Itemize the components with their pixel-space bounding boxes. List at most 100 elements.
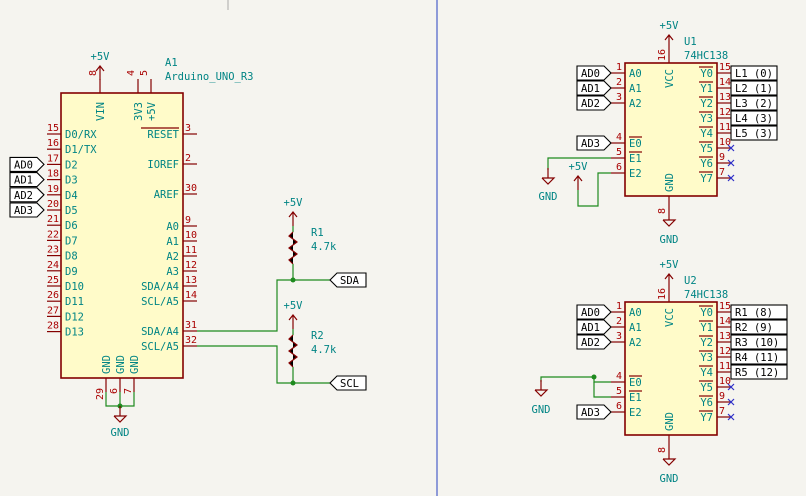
arduino-right-pin-num: 10 [185,230,197,241]
arduino-left-pin-num: 27 [47,305,59,316]
u1-vcc-num: 16 [657,49,668,61]
u1-left-pin-num: 2 [616,77,622,88]
u1-body [624,62,718,197]
u1-out-name: Y4 [700,128,713,140]
u1-net-out-text: L3 (2) [735,98,773,110]
u1-out-name: Y7 [700,173,713,185]
u2-out-name: Y3 [700,352,713,364]
arduino-left-pin-num: 21 [47,214,59,225]
u2-net-out-shape [730,304,788,320]
u1-left-pin-name: A1 [629,83,642,95]
arduino-right-pin-name: A3 [166,266,179,278]
u1-vcc-label: +5V [660,20,680,32]
arduino-right-pin-num: 30 [185,183,197,194]
arduino-bottom-pin-name: GND [115,355,127,374]
u2-out-name: Y7 [700,412,713,424]
arduino-right-pin-name: RESET [147,129,179,141]
u2-net-ad1-text: AD1 [581,322,600,334]
u2-net-out-text: R2 (9) [735,322,773,334]
u2-left-pin-num: 5 [616,386,622,397]
arduino-net-ad1-shape [9,172,45,188]
u1-left-pin-num: 4 [616,132,622,143]
u1-left-pin-name: A2 [629,98,642,110]
r1-zigzag [288,231,298,265]
u2-out-num: 9 [719,391,725,402]
arduino-net-ad1-text: AD1 [14,175,33,187]
u2-en-gnd-label: GND [532,404,551,416]
u1-nc-b [727,159,735,167]
u1-net-ad0-text: AD0 [581,68,600,80]
arduino-right-pin-name: IOREF [147,159,179,171]
u2-net-out-text: R3 (10) [735,337,779,349]
u1-net-ad2-text: AD2 [581,98,600,110]
arduino-left-pin-num: 28 [47,321,59,332]
net-scl-shape [329,375,367,391]
arduino-right-pin-num: 14 [185,290,197,301]
u2-left-pin-name: A0 [629,307,642,319]
u2-gnd-triangle [662,458,677,466]
u2-left-pin-num: 2 [616,316,622,327]
u2-left-pin-num: 4 [616,371,622,382]
arduino-left-pin-name: D4 [65,190,78,202]
arduino-right-pin-name: SCL/A5 [141,296,179,308]
u2-net-out-shape [730,364,788,380]
u2-nc-b [727,413,735,421]
r2-vcc-label: +5V [284,300,304,312]
u2-vcc-name: VCC [664,308,676,327]
arduino-bottom-pin-num: 6 [109,388,120,394]
arduino-body [60,92,184,379]
u1-net-out-text: L2 (1) [735,83,773,95]
arduino-right-pin-num: 3 [185,123,191,134]
u1-net-out-text: L4 (3) [735,113,773,125]
u2-value: 74HC138 [684,289,728,301]
arduino-right-pin-name: A0 [166,221,179,233]
arduino-left-pin-name: D12 [65,311,84,323]
u1-left-pin-num: 3 [616,92,622,103]
arduino-top-pin-name: +5V [146,101,158,121]
arduino-right-pin-name: AREF [154,189,179,201]
u2-left-pin-num: 1 [616,301,622,312]
u2-net-ad3-shape [576,404,612,420]
net-scl-text: SCL [340,378,359,390]
u2-net-out-shape [730,349,788,365]
u2-left-pin-num: 3 [616,331,622,342]
u1-net-out-shape [730,110,778,126]
u1-out-num: 15 [719,62,731,73]
u1-left-pin-num: 1 [616,62,622,73]
arduino-left-pin-name: D7 [65,235,78,247]
u2-out-name: Y5 [700,382,713,394]
arduino-right-pin-num: 2 [185,153,191,164]
arduino-left-pin-name: D9 [65,266,78,278]
u1-out-num: 10 [719,137,731,148]
arduino-left-pin-name: D11 [65,296,84,308]
u2-out-name: Y0 [700,307,713,319]
u1-net-ad3-text: AD3 [581,138,600,150]
u1-out-num: 7 [719,167,725,178]
u1-out-name: Y3 [700,113,713,125]
arduino-gnd-triangle [113,415,128,423]
u1-left-pin-name: E2 [629,168,642,180]
u2-out-num: 14 [719,316,731,327]
u2-net-ad0-shape [576,304,612,320]
u2-nc-b [727,398,735,406]
u1-left-pin-name: E1 [629,153,642,165]
u2-out-name: Y2 [700,337,713,349]
sda-wire [197,279,330,332]
arduino-left-pin-name: D8 [65,251,78,263]
arduino-net-ad2-text: AD2 [14,190,33,202]
u1-net-out-shape [730,125,778,141]
u2-ref: U2 [684,275,697,287]
u1-left-pin-num: 5 [616,147,622,158]
junction-dot [290,277,296,283]
arduino-left-pin-name: D0/RX [65,129,97,141]
u2-out-num: 10 [719,376,731,387]
u1-value: 74HC138 [684,50,728,62]
u2-net-ad0-text: AD0 [581,307,600,319]
u1-e1-gnd-triangle [541,177,556,185]
u2-net-ad2-text: AD2 [581,337,600,349]
u2-net-out-text: R1 (8) [735,307,773,319]
u2-out-num: 13 [719,331,731,342]
u2-en-gnd-triangle [534,389,549,397]
u2-net-out-shape [730,334,788,350]
arduino-net-ad3-shape [9,202,45,218]
